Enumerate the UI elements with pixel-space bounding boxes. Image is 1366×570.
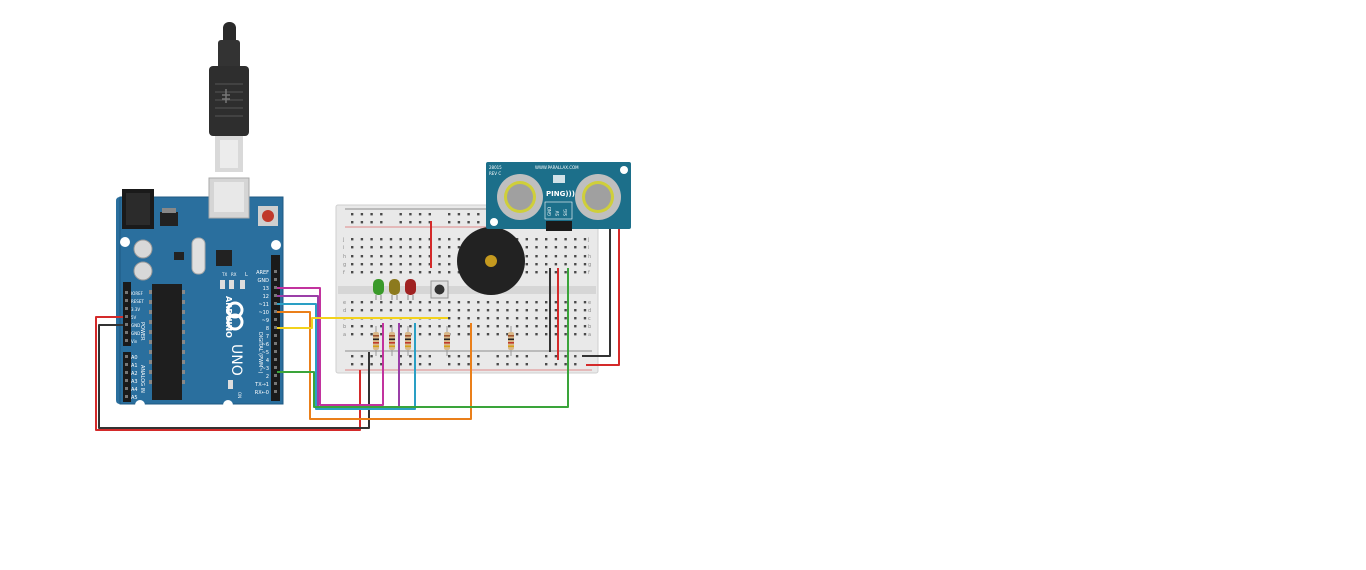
digital-pin-label: 8 <box>266 326 269 332</box>
digital-pin-label: AREF <box>256 270 269 276</box>
row-letter-right: d <box>588 308 591 314</box>
sensor-name: PING))) <box>546 190 575 198</box>
power-pin-label: IOREF <box>131 291 144 296</box>
usb-cable-icon[interactable] <box>209 22 249 172</box>
sensor-pin-label: SIG <box>563 209 568 216</box>
sensor-part: 28015 <box>489 165 502 170</box>
row-letter-right: c <box>588 316 591 322</box>
ping-sensor[interactable]: WWW.PARALLAX.COM 28015 REV C PING))) GND… <box>486 162 631 231</box>
row-letter-right: f <box>588 270 590 276</box>
tx-led-label: TX <box>221 272 227 277</box>
wire-black-rail-link[interactable] <box>582 229 611 357</box>
wire-green-pin3[interactable] <box>277 268 569 408</box>
l-led-label: L <box>245 272 248 278</box>
resistor-icon[interactable] <box>444 326 450 356</box>
digital-pin-label: RX←0 <box>255 390 269 396</box>
row-letter-right: g <box>588 262 591 268</box>
digital-pin-label: ~10 <box>258 310 269 316</box>
resistor-icon[interactable] <box>373 326 379 356</box>
digital-pin-label: GND <box>258 278 270 284</box>
analog-label: ANALOG IN <box>139 365 145 393</box>
wire-magenta-pin13[interactable] <box>277 287 384 406</box>
wire-black-gnd[interactable] <box>98 324 370 429</box>
arduino-logo: ARDUINO UNO <box>224 296 244 376</box>
brand-label: ARDUINO <box>224 296 233 338</box>
power-pin-label: RESET <box>131 299 144 304</box>
analog-pin-label: A5 <box>131 395 138 401</box>
row-letter-left: e <box>343 300 346 306</box>
analog-pin-label: A0 <box>131 355 138 361</box>
row-letter-right: b <box>588 324 591 330</box>
power-pin-label: GND <box>131 323 140 328</box>
row-letter-left: b <box>343 324 346 330</box>
power-pin-label: Vin <box>131 339 138 344</box>
row-letter-right: i <box>588 245 589 251</box>
pushbutton-icon[interactable] <box>430 280 449 299</box>
digital-pin-label: ~9 <box>262 318 269 324</box>
on-led-label: ON <box>237 392 242 398</box>
resistor-icon[interactable] <box>389 326 395 356</box>
green-led[interactable] <box>373 279 384 300</box>
power-pin-label: 3.3V <box>131 307 140 312</box>
row-letter-left: h <box>343 254 346 260</box>
row-letter-left: d <box>343 308 346 314</box>
digital-label: DIGITAL (PWM~) <box>257 332 263 374</box>
digital-pin-label: 12 <box>263 294 269 300</box>
red-led[interactable] <box>405 279 416 300</box>
buzzer-icon[interactable] <box>457 227 525 295</box>
digital-pin-label: ~3 <box>262 366 269 372</box>
analog-pin-label: A2 <box>131 371 138 377</box>
arduino-uno-board[interactable]: L TX RX ON ARDUINO UNO AREF GND 13 12 ~11 ~10… <box>116 177 284 410</box>
resistor-group <box>373 326 514 356</box>
digital-pin-label: 7 <box>266 334 269 340</box>
analog-pin-label: A3 <box>131 379 138 385</box>
wire-orange-pin10[interactable] <box>277 311 472 420</box>
row-letter-right: j <box>587 237 589 243</box>
digital-pin-label: 4 <box>266 358 269 364</box>
power-label: POWER <box>139 322 145 341</box>
row-letter-left: f <box>343 270 345 276</box>
row-letter-right: e <box>588 300 591 306</box>
row-letter-right: a <box>588 332 591 338</box>
resistor-icon[interactable] <box>405 326 411 356</box>
model-label: UNO <box>228 344 244 376</box>
sensor-pin-label: GND <box>547 207 552 216</box>
digital-pin-label: TX→1 <box>254 382 269 388</box>
sensor-pin-label: 5V <box>555 210 560 216</box>
digital-pin-label: ~11 <box>258 302 269 308</box>
sensor-rev: REV C <box>489 171 501 176</box>
power-pin-label: GND <box>131 331 140 336</box>
analog-pin-label: A4 <box>131 387 138 393</box>
wire-cyan-pin11[interactable] <box>277 303 416 410</box>
digital-pin-label: ~5 <box>262 350 269 356</box>
row-letter-right: h <box>588 254 591 260</box>
row-letter-left: a <box>343 332 346 338</box>
digital-pin-label: 2 <box>266 374 269 380</box>
row-letter-left: g <box>343 262 346 268</box>
yellow-led[interactable] <box>389 279 400 300</box>
power-pin-label: 5V <box>131 315 137 320</box>
row-letter-left: i <box>343 245 344 251</box>
digital-pin-label: 13 <box>263 286 269 292</box>
rx-led-label: RX <box>231 272 237 277</box>
wire-yellow-pin8[interactable] <box>277 317 448 329</box>
wire-red-rail-link[interactable] <box>586 229 620 366</box>
analog-pin-label: A1 <box>131 363 138 369</box>
resistor-icon[interactable] <box>508 326 514 356</box>
digital-header: AREF GND 13 12 ~11 ~10 ~9 8 7 ~6 ~5 4 ~3 2TX→1RX←0 <box>254 270 277 396</box>
digital-pin-label: ~6 <box>262 342 269 348</box>
row-letter-left: j <box>342 237 344 243</box>
power-header: IOREF RESET 3.3V 5V GND GND Vin <box>125 291 144 344</box>
sensor-url: WWW.PARALLAX.COM <box>535 165 579 170</box>
